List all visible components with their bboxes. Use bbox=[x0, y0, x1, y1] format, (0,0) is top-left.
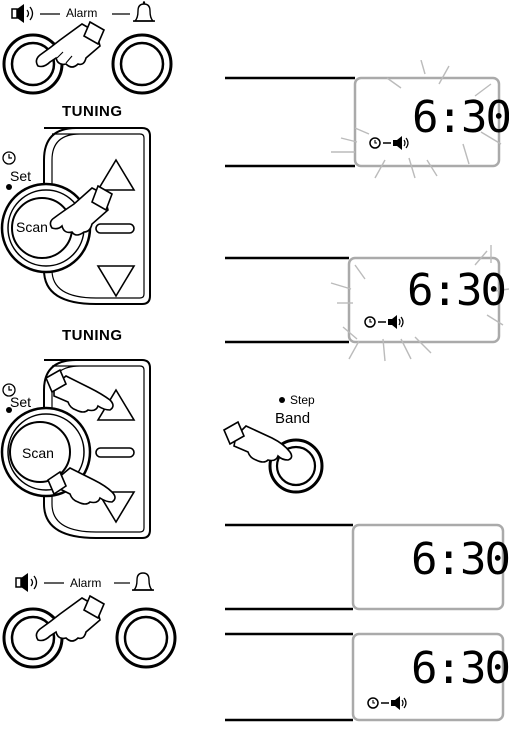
set-label: Set bbox=[10, 394, 31, 410]
alarm-buttons-bottom: Alarm bbox=[0, 568, 200, 678]
tuning-label: TUNING bbox=[62, 327, 123, 344]
time-readout: 6:30 bbox=[412, 92, 509, 143]
tuning-label: TUNING bbox=[62, 103, 123, 120]
pressing-hand-icon bbox=[224, 422, 292, 462]
scan-label: Scan bbox=[22, 445, 54, 461]
lcd-display-1: 6:30 bbox=[225, 60, 509, 190]
speaker-icon bbox=[16, 573, 37, 592]
step-label: Step bbox=[290, 393, 315, 407]
alarm-buttons-top: Alarm bbox=[0, 0, 200, 100]
bell-icon bbox=[133, 1, 155, 21]
bell-icon bbox=[132, 573, 154, 590]
band-button-group: Step Band bbox=[210, 390, 340, 500]
center-bar bbox=[96, 448, 134, 457]
time-readout: 6:30 bbox=[411, 534, 509, 585]
alarm-1-button[interactable] bbox=[4, 35, 62, 93]
time-readout: 6:30 bbox=[411, 643, 509, 694]
tuning-panel-1: Set Scan bbox=[0, 120, 160, 320]
lcd-display-2: 6:30 bbox=[225, 243, 509, 373]
scan-label: Scan bbox=[16, 219, 48, 235]
center-bar bbox=[96, 224, 134, 233]
alarm-2-button[interactable] bbox=[117, 609, 175, 667]
lcd-display-3: 6:30 bbox=[225, 520, 509, 615]
alarm-label: Alarm bbox=[70, 576, 101, 590]
alarm-2-button[interactable] bbox=[113, 35, 171, 93]
speaker-icon bbox=[12, 4, 33, 23]
band-label: Band bbox=[275, 410, 310, 427]
set-label: Set bbox=[10, 168, 31, 184]
alarm-label: Alarm bbox=[66, 6, 97, 20]
lcd-display-4: 6:30 bbox=[225, 625, 509, 724]
alarm-1-button[interactable] bbox=[4, 609, 62, 667]
time-readout: 6:30 bbox=[407, 265, 505, 316]
tuning-panel-2: Set Scan bbox=[0, 350, 160, 560]
